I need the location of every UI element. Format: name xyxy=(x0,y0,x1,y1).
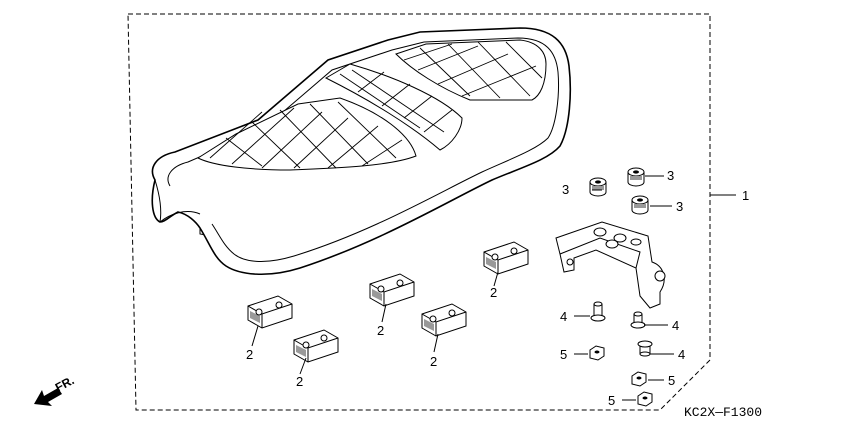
grommet-2 xyxy=(627,167,645,187)
seat-bracket xyxy=(555,221,666,309)
rubber-block-1 xyxy=(247,295,293,329)
callout-5-c: 5 xyxy=(608,393,615,408)
bolt-1 xyxy=(590,301,606,322)
callout-1: 1 xyxy=(742,188,749,203)
grommet-3 xyxy=(631,195,649,215)
callout-4-c: 4 xyxy=(678,347,685,362)
callout-3-c: 3 xyxy=(676,199,683,214)
nut-3 xyxy=(637,391,653,407)
callout-5-a: 5 xyxy=(560,347,567,362)
callout-5-b: 5 xyxy=(668,373,675,388)
front-direction-arrow-icon xyxy=(34,388,62,406)
callout-2-d: 2 xyxy=(430,354,437,369)
leader-lines xyxy=(251,175,736,401)
callout-4-b: 4 xyxy=(672,318,679,333)
nut-1 xyxy=(589,345,605,361)
grommet-1 xyxy=(589,177,607,197)
callout-3-a: 3 xyxy=(562,182,569,197)
rubber-block-4 xyxy=(421,303,467,337)
assembly-boundary xyxy=(127,13,711,411)
rubber-block-2 xyxy=(293,329,339,363)
seat-illustration xyxy=(151,27,572,276)
callout-2-c: 2 xyxy=(377,323,384,338)
rubber-block-5 xyxy=(483,241,529,275)
callout-4-a: 4 xyxy=(560,309,567,324)
callout-2-e: 2 xyxy=(490,285,497,300)
rubber-block-3 xyxy=(369,273,415,307)
callout-2-b: 2 xyxy=(296,374,303,389)
bolt-2 xyxy=(630,311,646,329)
callout-3-b: 3 xyxy=(667,168,674,183)
bolt-3 xyxy=(637,340,653,357)
nut-2 xyxy=(631,371,647,387)
diagram-code: KC2X—F1300 xyxy=(684,405,762,420)
callout-2-a: 2 xyxy=(246,347,253,362)
